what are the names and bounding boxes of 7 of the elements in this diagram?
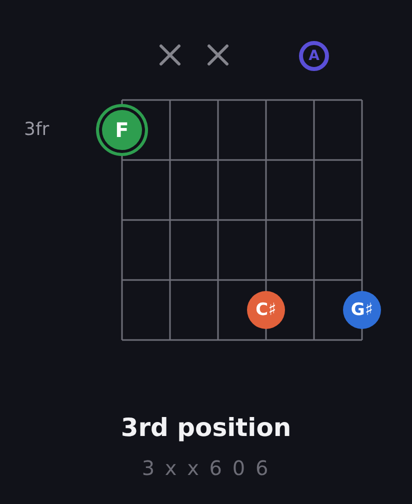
- open-string-circle: A: [299, 41, 329, 71]
- note-dot: G♯: [343, 291, 381, 329]
- note-dot: C♯: [247, 291, 285, 329]
- chord-title: 3rd position: [120, 413, 292, 442]
- root-note-dot: F: [96, 104, 148, 156]
- fret-label: 3fr: [24, 119, 50, 140]
- fret-numbers: 3 x x 6 0 6: [142, 456, 270, 480]
